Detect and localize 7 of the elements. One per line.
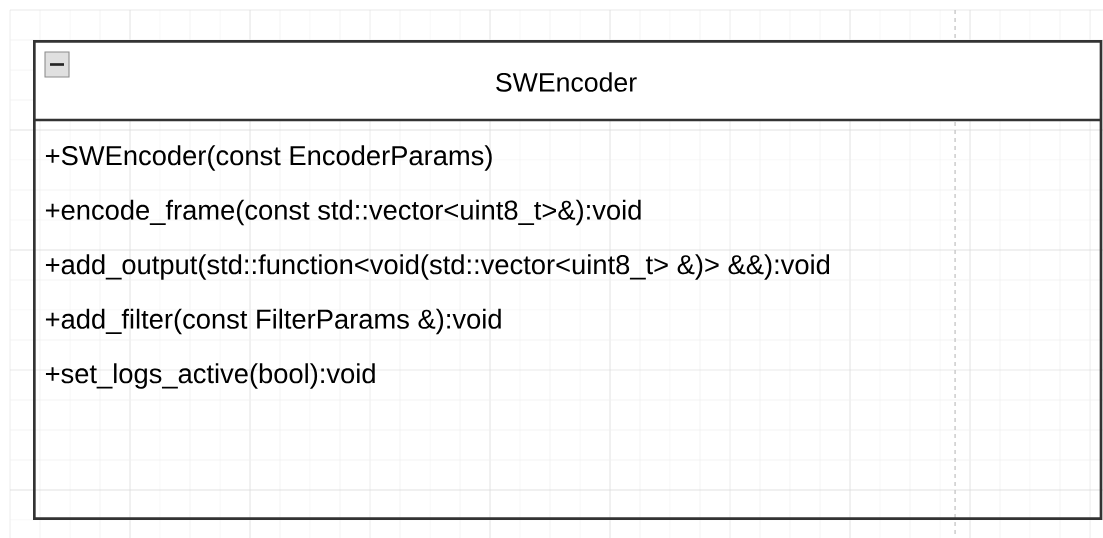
method-text: +SWEncoder(const EncoderParams)	[45, 145, 492, 171]
class-box	[33, 40, 1103, 520]
method-text: +set_logs_active(bool):void	[45, 363, 375, 389]
method-text: +add_output(std::function<void(std::vector<uint8_t> &)> &&):void	[45, 254, 830, 280]
method-text: +encode_frame(const std::vector<uint8_t>&):void	[45, 199, 641, 226]
class-name: SWEncoder	[496, 72, 637, 92]
method-text: +add_filter(const FilterParams &):void	[45, 308, 501, 335]
